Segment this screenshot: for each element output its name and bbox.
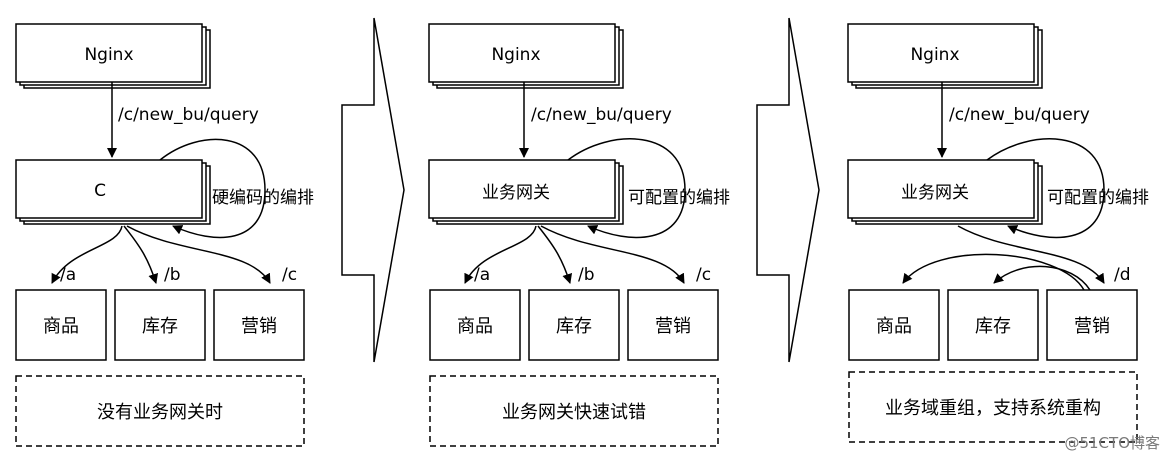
caption-box <box>429 375 719 447</box>
route-arrow-d <box>957 225 1105 284</box>
orchestration-label: 硬编码的编排 <box>212 188 314 208</box>
service-label-2: 库存 <box>142 316 178 337</box>
caption-box <box>848 371 1138 443</box>
caption-label: 业务网关快速试错 <box>502 402 646 423</box>
route-arrow-b <box>537 225 573 284</box>
route-arrow-c <box>126 225 271 284</box>
service-label-1: 商品 <box>457 316 493 337</box>
nginx-label: Nginx <box>910 45 959 65</box>
panel-3: Nginx /c/new_bu/query 业务网关 可配置的编排 /d 商品 … <box>847 23 1149 443</box>
service-label-2: 库存 <box>975 316 1011 337</box>
caption-label: 业务域重组，支持系统重构 <box>885 398 1101 419</box>
caption-label: 没有业务网关时 <box>97 402 223 423</box>
service-label-1: 商品 <box>876 316 912 337</box>
route-label-a: /a <box>474 265 490 285</box>
route-arrow-c <box>540 225 685 284</box>
orchestration-loop-arrow <box>986 138 1105 239</box>
route-label-b: /b <box>578 265 595 285</box>
service-box-3 <box>1046 289 1138 361</box>
business-gateway-box: 业务网关 <box>847 159 1043 225</box>
route-label-c: /c <box>282 265 297 285</box>
route-label-a: /a <box>60 265 76 285</box>
service-box-1 <box>429 289 521 361</box>
service-label-3: 营销 <box>241 316 277 337</box>
route-label-d: /d <box>1114 265 1131 285</box>
middle-label: 业务网关 <box>482 183 550 203</box>
orchestration-loop-arrow <box>159 138 266 239</box>
c-service-box: C <box>15 159 211 225</box>
path-label: /c/new_bu/query <box>949 105 1090 125</box>
route-label-c: /c <box>696 265 711 285</box>
reorg-arrow-to-goods <box>902 253 1085 291</box>
reorg-arrow-to-inventory <box>993 265 1091 291</box>
watermark: @51CTO博客 <box>1064 434 1160 452</box>
business-gateway-box: 业务网关 <box>428 159 624 225</box>
service-label-3: 营销 <box>655 316 691 337</box>
nginx-label: Nginx <box>491 45 540 65</box>
orchestration-label: 可配置的编排 <box>1047 188 1149 208</box>
caption-box <box>15 375 305 447</box>
nginx-box: Nginx <box>428 23 624 89</box>
service-label-3: 营销 <box>1074 316 1110 337</box>
service-box-1 <box>15 289 107 361</box>
middle-label: C <box>94 181 106 201</box>
route-arrow-a <box>464 225 537 284</box>
nginx-box: Nginx <box>15 23 211 89</box>
service-box-2 <box>528 289 620 361</box>
path-label: /c/new_bu/query <box>118 105 259 125</box>
panel-2: Nginx /c/new_bu/query 业务网关 可配置的编排 /a /b … <box>428 23 730 447</box>
nginx-box: Nginx <box>847 23 1043 89</box>
route-arrow-a <box>51 225 123 284</box>
nginx-label: Nginx <box>84 45 133 65</box>
middle-label: 业务网关 <box>901 183 969 203</box>
path-label: /c/new_bu/query <box>531 105 672 125</box>
service-box-3 <box>213 289 305 361</box>
route-label-b: /b <box>164 265 181 285</box>
service-box-2 <box>947 289 1039 361</box>
service-box-1 <box>848 289 940 361</box>
service-box-2 <box>114 289 206 361</box>
orchestration-loop-arrow <box>567 138 686 239</box>
orchestration-label: 可配置的编排 <box>628 188 730 208</box>
service-label-1: 商品 <box>43 316 79 337</box>
route-arrow-b <box>123 225 159 284</box>
service-label-2: 库存 <box>556 316 592 337</box>
service-box-3 <box>627 289 719 361</box>
panel-1: Nginx /c/new_bu/query C 硬编码的编排 /a /b /c … <box>15 23 314 447</box>
transition-arrow-2 <box>756 17 820 363</box>
transition-arrow-1 <box>341 17 405 363</box>
